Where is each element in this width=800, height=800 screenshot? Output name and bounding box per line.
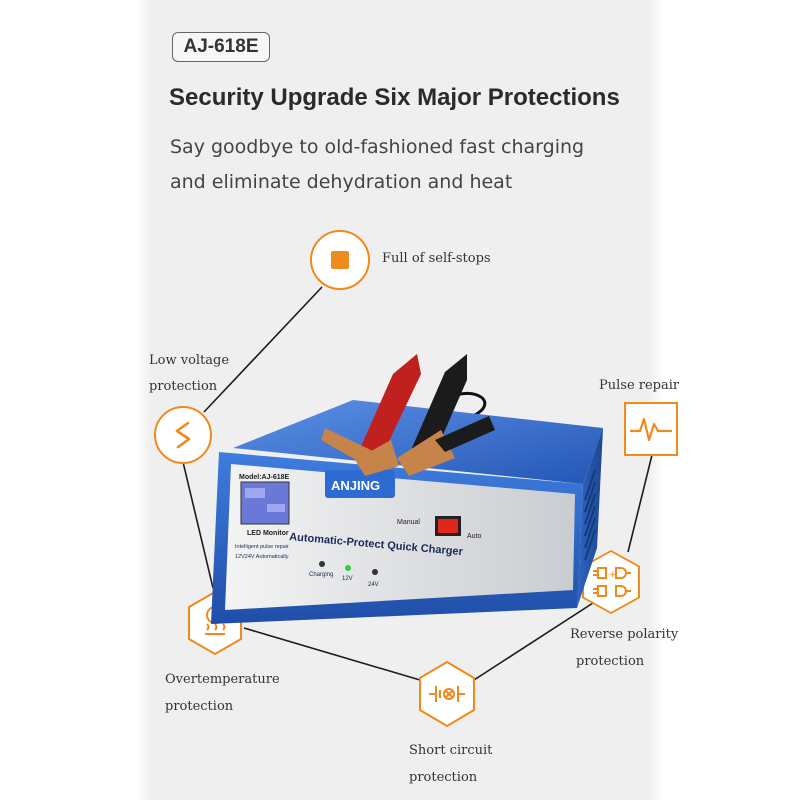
subtitle-line-2: and eliminate dehydration and heat [170,171,513,193]
low-voltage-circle [154,406,212,464]
stop-square-icon [331,251,349,269]
black-clamp [397,354,495,476]
model-label: Model:AJ-618E [239,474,290,481]
short-circuit-label-1: Short circuit [409,743,493,758]
charging-label: Charging [309,572,333,578]
led-monitor-label: LED Monitor [247,530,289,537]
page-title: Security Upgrade Six Major Protections [169,84,620,111]
lightning-icon [175,421,191,449]
low-voltage-label-1: Low voltage [149,353,230,368]
self-stop-label: Full of self-stops [382,251,491,266]
pulse-repair-box [624,402,678,456]
overtemperature-label-1: Overtemperature [165,672,280,687]
12v-label: 12V [342,576,353,582]
feature-text-1: Intelligent pulse repair [235,544,289,550]
short-circuit-icon [419,660,475,728]
short-circuit-label-2: protection [409,770,478,785]
brand-name: ANJING [331,478,380,493]
pulse-repair-label: Pulse repair [599,378,680,393]
auto-label: Auto [467,533,482,540]
reverse-polarity-label-1: Reverse polarity [570,627,679,642]
12v-led [345,565,351,571]
battery-charger-image: Model:AJ-618E LED Monitor ANJING Automat… [211,354,603,624]
model-badge: AJ-618E [172,32,270,62]
charger-panel [225,464,575,610]
charging-led [319,561,325,567]
overtemperature-label-2: protection [165,699,234,714]
brand-logo-block [325,470,395,498]
self-stop-circle [310,230,370,290]
manual-label: Manual [397,519,420,526]
24v-label: 24V [368,582,379,588]
svg-text:+: + [609,570,617,580]
feature-text-2: 12V24V Automatically [235,554,289,560]
24v-led [372,569,378,575]
subtitle-line-1: Say goodbye to old-fashioned fast chargi… [170,136,585,158]
short-circuit-hex [417,660,477,728]
low-voltage-label-2: protection [149,379,218,394]
red-clamp [321,354,421,476]
pulse-wave-icon [630,417,672,442]
reverse-polarity-circle: + [582,550,640,614]
reverse-polarity-label-2: protection [576,654,645,669]
polarity-plug-icon: + [593,567,631,597]
